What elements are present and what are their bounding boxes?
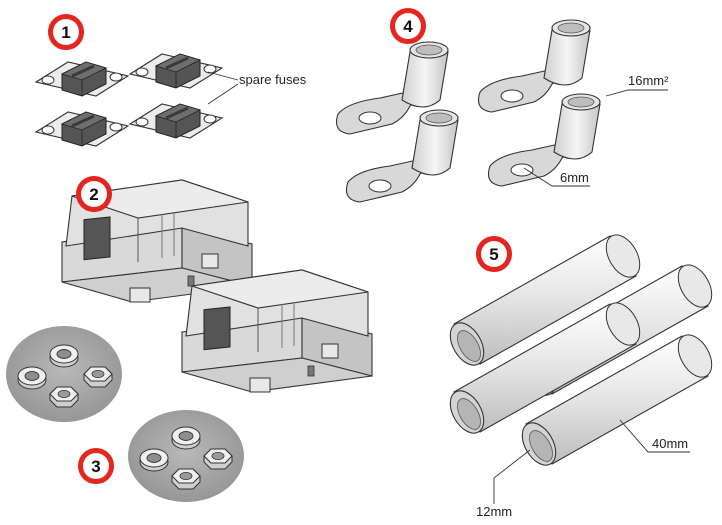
- washer: [17, 366, 47, 390]
- badge-1: 1: [48, 14, 84, 50]
- washer: [139, 448, 169, 472]
- badge-3: 3: [78, 448, 114, 484]
- nut: [171, 468, 201, 490]
- hardware-set: [128, 410, 244, 502]
- svg-text:5: 5: [489, 245, 498, 264]
- badge-5: 5: [476, 236, 512, 272]
- washer: [171, 426, 201, 450]
- spare-fuses-label: spare fuses: [239, 72, 307, 87]
- nut: [49, 386, 79, 408]
- hole-size-leader: [523, 167, 590, 187]
- svg-text:4: 4: [403, 17, 413, 36]
- sleeve: [521, 334, 713, 466]
- cable-size-label: 16mm²: [628, 73, 669, 88]
- badge-2: 2: [76, 176, 112, 212]
- nut: [203, 448, 233, 470]
- hardware-disc: [128, 410, 244, 502]
- fuse: [128, 52, 224, 90]
- fuse: [128, 102, 224, 140]
- hardware-disc: [6, 326, 122, 422]
- sleeve-diameter-label: 12mm: [476, 504, 513, 519]
- svg-text:1: 1: [61, 23, 70, 42]
- fuse-group: [34, 52, 239, 148]
- fuse-holder: [181, 269, 373, 393]
- hole-size-label: 6mm: [560, 170, 589, 185]
- fuse: [34, 110, 130, 148]
- nut: [83, 366, 113, 388]
- svg-text:2: 2: [89, 185, 98, 204]
- sleeve-length-leader: [619, 419, 690, 453]
- sleeve-group: [449, 234, 713, 504]
- cable-lug-group: [335, 19, 668, 203]
- washer: [49, 344, 79, 368]
- sleeve: [449, 302, 641, 434]
- sleeve-diameter-leader: [493, 449, 531, 504]
- badge-4: 4: [390, 8, 426, 44]
- fuse: [34, 60, 130, 98]
- hardware-set: [6, 326, 122, 422]
- sleeve-length-label: 40mm: [652, 436, 689, 451]
- spare-fuses-leader: [207, 71, 239, 105]
- cable-size-leader: [605, 89, 668, 97]
- svg-text:3: 3: [91, 457, 100, 476]
- sleeve: [449, 234, 641, 366]
